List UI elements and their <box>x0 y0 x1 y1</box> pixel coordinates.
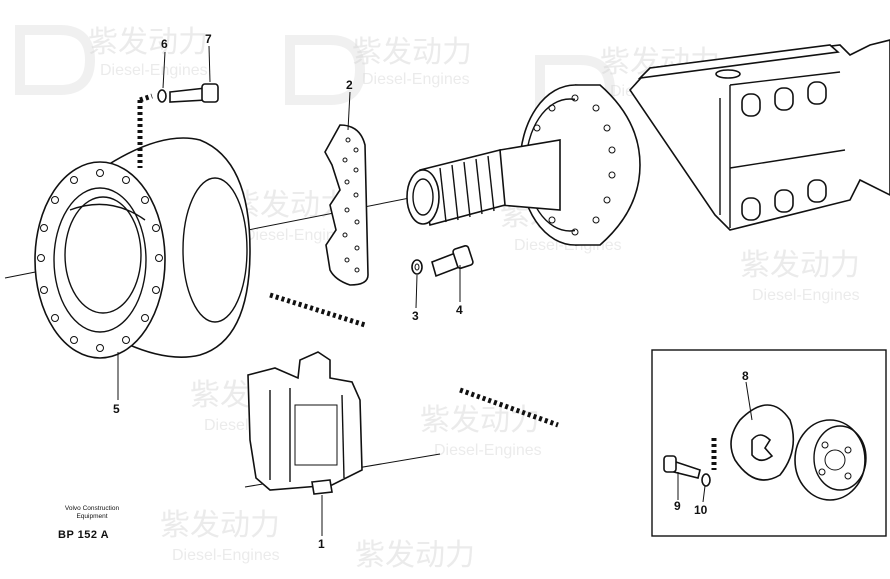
splined-shaft <box>406 139 561 226</box>
brand-line-2: Equipment <box>76 513 108 520</box>
dashed-connector <box>269 292 366 328</box>
watermark-cn: 紫发动力 <box>160 509 280 542</box>
callout-2: 2 <box>346 78 353 92</box>
callout-5: 5 <box>113 402 120 416</box>
callout-4: 4 <box>456 303 463 317</box>
watermark-cn: 紫发动力 <box>420 404 540 437</box>
watermark-cn: 紫发动力 <box>355 539 475 572</box>
bolt-part-9 <box>663 455 701 479</box>
watermark-cn: 紫发动力 <box>740 249 860 282</box>
hub-part-inset <box>794 419 867 501</box>
dashed-connector <box>139 93 153 103</box>
watermark-mark: 紫发动力 Diesel-Engines <box>15 25 208 95</box>
watermark-en: Diesel-Engines <box>362 71 470 88</box>
watermark-en: Diesel-Engines <box>434 442 542 459</box>
dust-shield-part-8 <box>730 404 795 481</box>
watermark-mark: 紫发动力 Diesel-Engines <box>420 404 542 459</box>
callout-8: 8 <box>742 369 749 383</box>
brake-caliper <box>247 351 363 495</box>
bolt-part-7 <box>169 83 219 103</box>
callout-9: 9 <box>674 499 681 513</box>
watermark-cn: 紫发动力 <box>88 26 208 59</box>
watermark-mark: 紫发动力 Diesel-Engines <box>740 249 860 304</box>
watermark-cn: 紫发动力 <box>352 36 472 69</box>
watermark-en: Diesel-Engines <box>244 227 352 244</box>
bracket-holes <box>342 137 360 273</box>
bolt-part-4 <box>431 244 474 278</box>
flange-bolt-holes <box>533 94 616 236</box>
callout-1: 1 <box>318 537 325 551</box>
watermark-en: Diesel-Engines <box>100 62 208 79</box>
callout-10: 10 <box>694 503 708 517</box>
shaft-splines <box>439 155 495 223</box>
leader-lines <box>117 45 753 536</box>
brake-disc <box>34 137 251 359</box>
callout-3: 3 <box>412 309 419 323</box>
watermark-en: Diesel-Engines <box>752 287 860 304</box>
bracket-plate <box>324 124 369 286</box>
washer-part-10 <box>701 473 711 487</box>
diagram-footer: Volvo Construction Equipment BP 152 A <box>58 505 126 541</box>
callout-6: 6 <box>161 37 168 51</box>
diagram-code: BP 152 A <box>58 529 110 541</box>
washer-part-6 <box>157 89 167 103</box>
watermark-mark: 紫发动力 <box>355 539 475 572</box>
watermark-en: Diesel-Engines <box>172 547 280 564</box>
axle-housing <box>628 39 890 231</box>
disc-bolt-holes <box>37 169 163 352</box>
brand-line-1: Volvo Construction <box>64 505 120 512</box>
inset-detail-box <box>651 349 887 537</box>
dashed-connector <box>459 387 559 428</box>
washer-part-3 <box>411 259 423 275</box>
watermark-mark: 紫发动力 Diesel-Engines <box>285 35 472 105</box>
callout-7: 7 <box>205 32 212 46</box>
hub-flange <box>519 84 641 246</box>
watermark-mark: 紫发动力 Diesel-Engines <box>160 509 280 564</box>
